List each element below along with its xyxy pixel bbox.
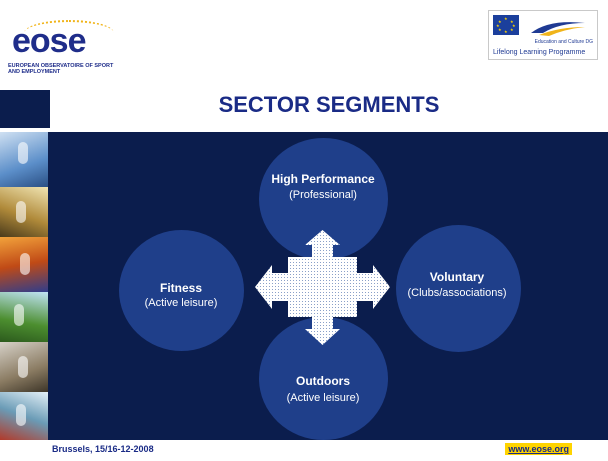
node-high-performance-subtitle: (Professional) — [289, 189, 357, 201]
node-outdoors-title: Outdoors — [296, 374, 350, 388]
segment-circle-voluntary — [396, 225, 521, 352]
photo-rafting — [0, 392, 48, 440]
photo-climbing — [0, 237, 48, 292]
arrow-right — [355, 265, 390, 309]
eu-flag-icon: ★ ★ ★ ★ ★ ★ ★ ★ — [493, 15, 519, 35]
slide-title: SECTOR SEGMENTS — [218, 92, 440, 117]
segment-circle-fitness — [119, 230, 244, 351]
photo-running — [0, 292, 48, 342]
photo-basketball — [0, 132, 48, 187]
footer-location-date: Brussels, 15/16-12-2008 — [52, 444, 154, 454]
eose-orbit-decoration — [24, 20, 114, 46]
footer-website-link[interactable]: www.eose.org — [505, 443, 572, 455]
eu-programme-label: Lifelong Learning Programme — [493, 49, 586, 56]
node-high-performance-title: High Performance — [271, 172, 375, 186]
node-outdoors-subtitle: (Active leisure) — [286, 392, 360, 404]
node-voluntary-title: Voluntary — [429, 270, 485, 284]
eose-logo — [6, 8, 116, 80]
eose-logo-subtitle: European Observatoire of Sport and Emplo… — [8, 63, 114, 75]
llp-swoosh-icon — [531, 22, 585, 36]
node-voluntary-subtitle: (Clubs/associations) — [407, 287, 507, 299]
arrow-down — [305, 317, 340, 345]
eu-dg-label: Education and Culture DG — [534, 39, 593, 45]
photo-cycling — [0, 187, 48, 237]
node-fitness-title: Fitness — [159, 281, 202, 295]
title-band — [50, 90, 608, 128]
eose-logo-word: eose — [12, 22, 86, 60]
title-divider — [0, 128, 608, 132]
node-fitness-subtitle: (Active leisure) — [144, 297, 218, 309]
sport-photo-strip — [0, 132, 48, 440]
four-way-arrows — [255, 230, 390, 345]
photo-athlete — [0, 342, 48, 392]
arrow-up — [305, 230, 340, 257]
eu-logo: ★ ★ ★ ★ ★ ★ ★ ★ Education and Culture DG… — [488, 10, 598, 60]
arrow-center-block — [288, 257, 357, 317]
arrow-left — [255, 265, 290, 309]
footer-bar — [0, 440, 608, 461]
